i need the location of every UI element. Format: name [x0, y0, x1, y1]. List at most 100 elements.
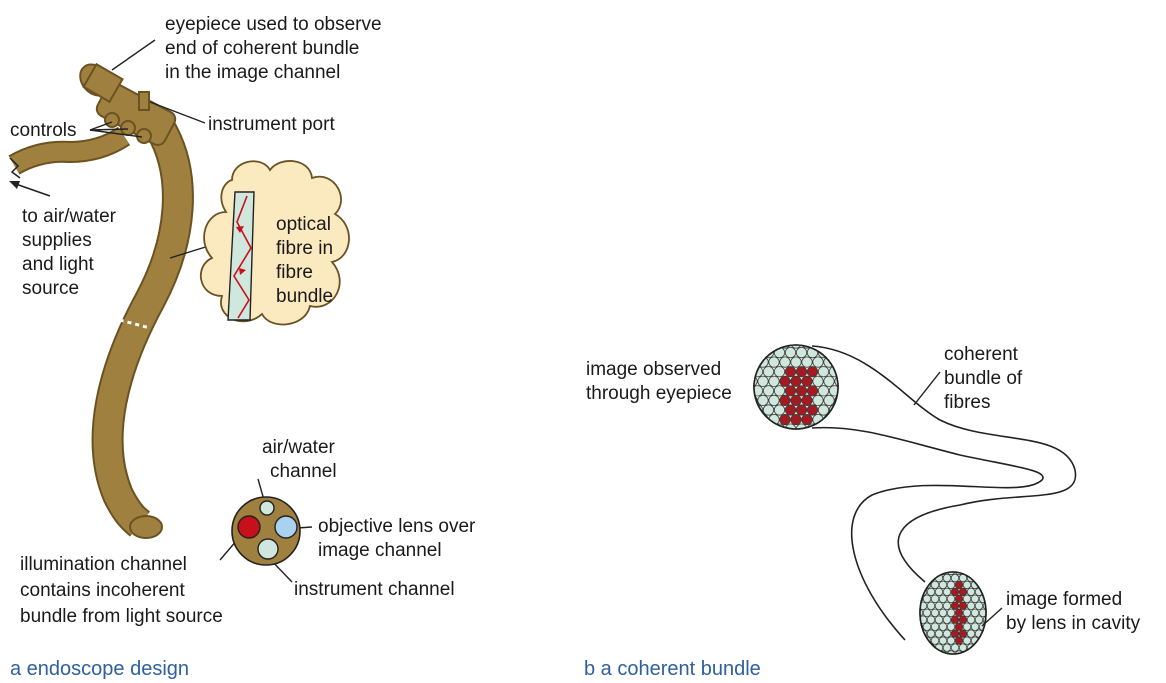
fibre: [773, 404, 786, 416]
controls-label: controls: [10, 120, 77, 141]
fibre: [922, 608, 932, 617]
fibre: [812, 394, 824, 406]
control-knob: [120, 120, 136, 136]
supplies-label: to air/water supplies and light source: [22, 206, 121, 299]
fibre: [946, 594, 956, 603]
fibre: [773, 366, 786, 378]
image-fibre: [950, 587, 960, 597]
image-fibre: [950, 601, 960, 610]
fibre: [768, 356, 780, 368]
fibre: [922, 594, 932, 603]
fibre: [922, 622, 932, 631]
image-fibre: [801, 394, 813, 406]
fibre: [978, 608, 986, 617]
fibre: [823, 394, 835, 406]
fibre: [942, 601, 952, 610]
image-observed-label: image observed through eyepiece: [586, 359, 732, 404]
image-fibre: [958, 629, 968, 638]
fibre: [962, 580, 972, 590]
eyepiece-label: eyepiece used to observe end of coherent…: [165, 14, 387, 83]
fibre: [930, 580, 940, 590]
image-fibre: [790, 394, 802, 406]
image-fibre: [784, 404, 797, 416]
fibre: [946, 622, 956, 631]
image-fibre: [954, 594, 964, 603]
fibre: [966, 629, 976, 638]
image-fibre: [795, 366, 808, 378]
endoscope-figure: [8, 62, 194, 539]
fibre: [930, 608, 940, 617]
image-fibre: [958, 615, 968, 624]
fibre: [768, 394, 780, 406]
bundle-upper-edge: [811, 345, 1077, 583]
fibre: [970, 622, 980, 631]
objective-lens-label: objective lens over image channel: [318, 516, 481, 561]
fibre: [926, 615, 936, 624]
fibre: [934, 629, 944, 638]
fibre: [790, 356, 802, 368]
fibre: [926, 587, 936, 597]
image-formed-label: image formed by lens in cavity: [1006, 589, 1141, 634]
instrument-channel-label: instrument channel: [294, 579, 455, 600]
fibre: [974, 615, 984, 624]
fibre: [930, 594, 940, 603]
image-fibre: [790, 413, 802, 426]
image-fibre: [790, 375, 802, 387]
control-knob: [104, 112, 120, 128]
fibre: [812, 356, 824, 368]
image-fibre: [779, 394, 791, 406]
fibre: [946, 636, 956, 645]
fibre: [926, 601, 936, 610]
fibre: [942, 615, 952, 624]
fibre: [974, 601, 984, 610]
panel-b-leaders: [913, 371, 1003, 627]
coherent-bundle-figure: [753, 344, 1077, 655]
tip-cross-section: [231, 496, 301, 566]
image-fibre: [806, 404, 819, 416]
fibre: [938, 594, 948, 603]
fibre: [970, 608, 980, 617]
caption-a: a endoscope design: [10, 658, 189, 680]
fibre: [812, 375, 824, 387]
fibre: [823, 375, 835, 387]
optical-fibre-label: optical fibre in fibre bundle: [276, 214, 338, 307]
fibre-bubble: [199, 160, 350, 326]
fibre: [817, 366, 830, 378]
image-fibre: [958, 587, 968, 597]
image-fibre: [784, 385, 797, 397]
image-fibre: [806, 385, 819, 397]
fibre: [934, 601, 944, 610]
fibre: [784, 423, 797, 429]
image-fibre: [954, 608, 964, 617]
fibre: [938, 580, 948, 590]
image-fibre: [958, 601, 968, 610]
fibre: [801, 356, 813, 368]
fibre: [920, 608, 924, 617]
fibre: [970, 594, 980, 603]
instrument-channel: [257, 538, 279, 560]
fibre: [962, 608, 972, 617]
supplies-arrow: [9, 181, 51, 197]
fibre: [942, 643, 952, 652]
image-fibre: [950, 629, 960, 638]
fibre: [926, 643, 936, 652]
fibre: [938, 636, 948, 645]
fibre: [938, 622, 948, 631]
fibre: [779, 356, 791, 368]
caption-b: b a coherent bundle: [584, 658, 761, 680]
fibre: [962, 594, 972, 603]
image-fibre: [779, 375, 791, 387]
fibre: [768, 375, 780, 387]
fibre: [795, 423, 808, 429]
fibre: [946, 580, 956, 590]
air-water-label: air/water channel: [262, 437, 340, 482]
tube-tip: [129, 515, 163, 539]
instrument-port-label: instrument port: [208, 114, 335, 135]
fibre: [950, 573, 960, 583]
fibre: [762, 404, 775, 416]
image-fibre: [801, 413, 813, 426]
fibre: [962, 622, 972, 631]
fibre: [773, 385, 786, 397]
image-fibre: [795, 385, 808, 397]
coherent-bundle-label: coherent bundle of fibres: [944, 344, 1027, 413]
